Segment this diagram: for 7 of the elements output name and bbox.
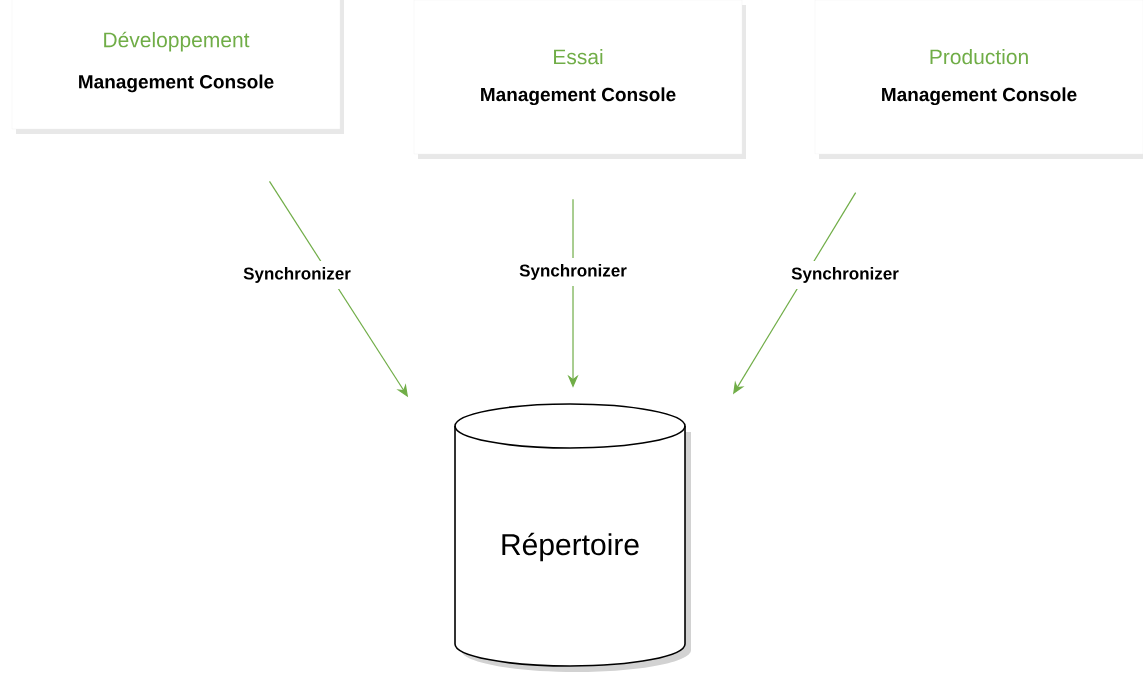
node-label: Répertoire [502,532,639,562]
edge-label: Synchronizer [237,261,357,289]
edge-label: Synchronizer [785,261,905,289]
console-box: Essai Management Console [413,0,746,159]
edge-label: Synchronizer [513,258,633,286]
console-box: Développement Management Console [11,0,344,134]
console-box: Production Management Console [814,0,1143,159]
